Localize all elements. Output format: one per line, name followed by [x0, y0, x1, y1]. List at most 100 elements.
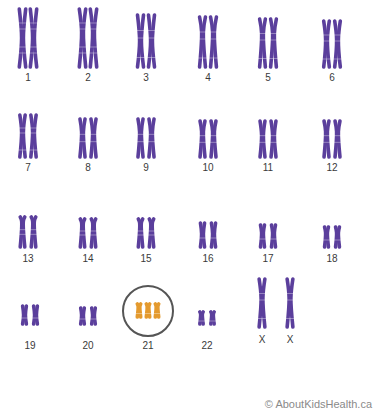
chromosome-band [258, 40, 267, 41]
chromatid [291, 279, 293, 327]
chromosome-number: 1 [25, 72, 31, 84]
chromatid [141, 15, 143, 67]
chromosome-number: 3 [143, 72, 149, 84]
chromosome [18, 217, 27, 247]
chromatid [335, 121, 337, 157]
chromosome-band [198, 135, 207, 136]
chromosome [89, 219, 98, 247]
chromosome-band [209, 238, 218, 239]
chromosome-band [286, 300, 295, 301]
chromosome-band [208, 321, 217, 322]
chromatid [141, 219, 142, 247]
chromatid [214, 17, 216, 67]
chromosome-band [269, 142, 278, 143]
chromosome [209, 121, 218, 157]
chromosome-band [209, 39, 218, 40]
chromosome-band [144, 313, 153, 314]
chromosome-band [333, 35, 342, 36]
chromosome-band [89, 134, 98, 135]
chromatid [19, 9, 21, 67]
chromosome-band [322, 41, 331, 42]
chromosome [322, 227, 331, 247]
chromatid [214, 121, 216, 157]
chromatid [203, 17, 205, 67]
chromosome [209, 17, 218, 67]
chromatid [274, 121, 276, 157]
chromatid [90, 308, 95, 324]
chromosome [136, 15, 145, 67]
chromatid [23, 217, 25, 247]
chromosome-band [198, 142, 207, 143]
chromosome [78, 308, 87, 324]
chromatid [91, 119, 93, 157]
chromosome-band [78, 47, 87, 48]
chromosome-number: 8 [85, 162, 91, 174]
chromosome [144, 304, 153, 317]
chromosome [153, 304, 162, 317]
chromatid [149, 119, 151, 157]
chromosome-band [29, 23, 38, 24]
chromosome-band [198, 39, 207, 40]
chromosome-band [147, 134, 156, 135]
chromosome-band [147, 57, 156, 58]
chromosome-band [322, 240, 331, 241]
chromatid [211, 121, 213, 157]
chromosome-band [269, 58, 278, 59]
chromosome-band [258, 135, 267, 136]
chromosome-band [322, 35, 331, 36]
chromosome [135, 304, 144, 317]
chromatid [141, 119, 143, 157]
highlight-circle [123, 286, 173, 336]
chromosome-band [18, 234, 27, 235]
chromosome [147, 119, 156, 157]
chromosome-number: 2 [85, 72, 91, 84]
chromosome [78, 119, 87, 157]
chromosome-band [89, 235, 98, 236]
chromosome-band [29, 234, 38, 235]
chromatid [214, 223, 215, 247]
chromosome-number: 7 [25, 162, 31, 174]
chromatid [147, 304, 151, 317]
chromatid [79, 9, 81, 67]
chromosome-band [89, 319, 98, 320]
chromatid [80, 119, 82, 157]
chromosome-band [29, 128, 38, 129]
chromatid [31, 115, 33, 157]
chromatid [152, 15, 154, 67]
chromosome-band [258, 142, 267, 143]
chromosome-band [147, 235, 156, 236]
chromatid [336, 227, 337, 247]
chromosome-band [147, 231, 156, 232]
chromosome [333, 21, 342, 67]
chromatid [272, 225, 273, 247]
chromosome [18, 115, 27, 157]
chromosome-band [29, 133, 38, 134]
chromosome [208, 312, 217, 324]
chromatid [200, 223, 201, 247]
chromatid [203, 121, 205, 157]
chromosome-band [89, 141, 98, 142]
chromosome-number: 11 [263, 162, 273, 174]
chromatid [200, 121, 202, 157]
chromatid [263, 225, 264, 247]
chromosome-band [209, 142, 218, 143]
chromosome-band [258, 33, 267, 34]
chromatid [83, 9, 85, 67]
chromosome [258, 19, 267, 67]
chromosome [89, 119, 98, 157]
chromosome-band [78, 53, 87, 54]
chromatid [263, 121, 265, 157]
chromosome [89, 9, 98, 67]
chromosome-band [333, 142, 342, 143]
chromatid [152, 119, 154, 157]
chromatid [90, 9, 92, 67]
chromatid [20, 115, 22, 157]
chromosome-band [286, 318, 295, 319]
chromosome-band [209, 32, 218, 33]
chromatid [203, 223, 204, 247]
chromosome-band [136, 30, 145, 31]
chromosome-band [18, 133, 27, 134]
chromatid [94, 9, 96, 67]
chromosome-band [18, 23, 27, 24]
chromosome [18, 9, 27, 67]
